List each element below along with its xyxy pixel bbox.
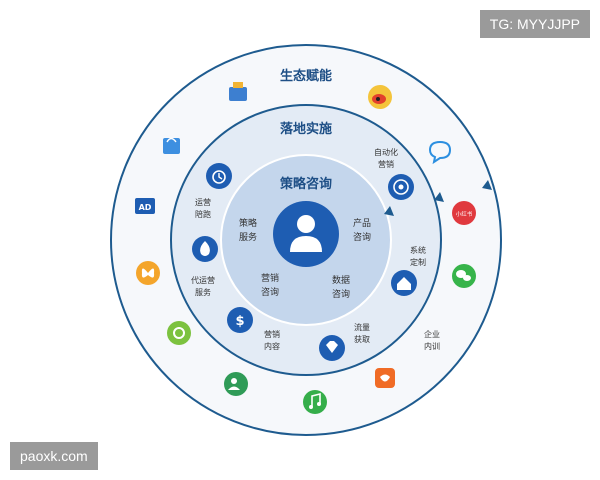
shopping-bag-icon bbox=[163, 137, 180, 154]
middle-label-ops: 运营 陪跑 bbox=[195, 197, 211, 219]
middle-ring-title: 落地实施 bbox=[280, 121, 332, 137]
middle-label-traffic: 流量 获取 bbox=[354, 322, 370, 344]
svg-text:$: $ bbox=[235, 314, 244, 329]
watermark-top: TG: MYYJJPP bbox=[479, 10, 590, 38]
svg-text:陪跑: 陪跑 bbox=[195, 209, 211, 219]
chat-bubble-icon bbox=[428, 140, 452, 165]
middle-label-automation: 自动化 营销 bbox=[374, 147, 398, 169]
svg-text:内容: 内容 bbox=[264, 341, 280, 351]
svg-text:咨询: 咨询 bbox=[332, 288, 350, 300]
inner-label-strategy: 策略 服务 bbox=[239, 217, 257, 243]
gear-circle-icon bbox=[167, 321, 191, 345]
middle-label-system: 系统 定制 bbox=[410, 245, 426, 267]
svg-text:小红书: 小红书 bbox=[456, 210, 473, 218]
outer-ring-arrow-icon bbox=[482, 180, 492, 190]
fire-icon bbox=[192, 236, 218, 262]
shop-icon bbox=[229, 82, 247, 101]
weibo-icon bbox=[368, 85, 392, 109]
middle-label-agency: 代运营 服务 bbox=[191, 275, 215, 297]
svg-text:流量: 流量 bbox=[354, 322, 370, 332]
svg-text:企业: 企业 bbox=[424, 329, 440, 339]
svg-text:内训: 内训 bbox=[424, 341, 440, 351]
svg-text:策略: 策略 bbox=[239, 217, 257, 229]
svg-text:营销: 营销 bbox=[378, 159, 394, 169]
music-note-icon bbox=[303, 390, 327, 414]
outer-ring-title: 生态赋能 bbox=[280, 68, 332, 84]
middle-label-content: 营销 内容 bbox=[264, 329, 280, 351]
inner-ring-arrow-icon bbox=[384, 206, 394, 216]
svg-text:营销: 营销 bbox=[264, 329, 280, 339]
ad-icon: AD bbox=[135, 198, 155, 214]
middle-label-training: 企业 内训 bbox=[424, 329, 440, 351]
butterfly-icon bbox=[136, 261, 160, 285]
home-signal-icon bbox=[391, 270, 417, 296]
watermark-bottom: paoxk.com bbox=[10, 442, 98, 470]
svg-text:运营: 运营 bbox=[195, 197, 211, 207]
dollar-icon: $ bbox=[227, 307, 253, 333]
svg-text:代运营: 代运营 bbox=[191, 275, 215, 285]
inner-label-marketing: 营销 咨询 bbox=[261, 272, 279, 298]
inner-ring-title: 策略咨询 bbox=[280, 176, 332, 192]
svg-text:自动化: 自动化 bbox=[374, 147, 398, 157]
core-circle bbox=[273, 201, 339, 267]
svg-text:服务: 服务 bbox=[239, 231, 257, 243]
people-icon bbox=[224, 372, 248, 396]
svg-text:咨询: 咨询 bbox=[353, 231, 371, 243]
svg-text:产品: 产品 bbox=[353, 217, 371, 229]
target-icon bbox=[388, 174, 414, 200]
inner-label-data: 数据 咨询 bbox=[332, 274, 350, 300]
alarm-clock-icon bbox=[206, 163, 232, 189]
svg-text:营销: 营销 bbox=[261, 272, 279, 284]
svg-text:数据: 数据 bbox=[332, 274, 350, 286]
middle-ring-arrow-icon bbox=[434, 192, 444, 202]
svg-text:系统: 系统 bbox=[410, 245, 426, 255]
xiaohongshu-icon: 小红书 bbox=[452, 201, 476, 225]
inner-label-product: 产品 咨询 bbox=[353, 217, 371, 243]
wechat-icon bbox=[452, 264, 476, 288]
shopping-app-icon bbox=[375, 368, 395, 388]
svg-text:AD: AD bbox=[139, 203, 152, 212]
user-icon bbox=[290, 215, 322, 252]
svg-text:服务: 服务 bbox=[195, 287, 211, 297]
svg-text:咨询: 咨询 bbox=[261, 286, 279, 298]
svg-text:定制: 定制 bbox=[410, 257, 426, 267]
diamond-icon bbox=[319, 335, 345, 361]
svg-text:获取: 获取 bbox=[354, 334, 370, 344]
